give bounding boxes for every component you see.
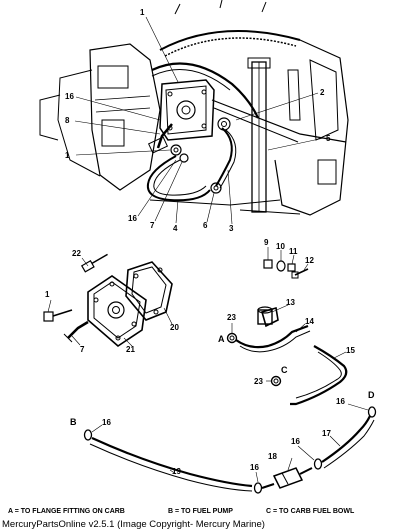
connection-letters: A C D B <box>70 334 375 427</box>
engine-illustration <box>39 0 349 216</box>
letter-a: A <box>218 334 225 344</box>
callout: 23 <box>254 377 263 386</box>
callout: 3 <box>229 224 234 233</box>
callout: 11 <box>289 247 298 256</box>
callout: 8 <box>65 116 70 125</box>
callout: 16 <box>291 437 300 446</box>
top-leader-lines <box>74 16 325 225</box>
callout: 21 <box>126 345 135 354</box>
fittings-group <box>226 259 348 406</box>
letter-d: D <box>368 390 375 400</box>
hose-callouts: 16 19 18 16 16 17 16 <box>102 397 345 476</box>
callout: 16 <box>250 463 259 472</box>
top-callouts: 1 16 8 1 16 7 4 6 3 2 5 <box>65 8 331 233</box>
callout: 4 <box>173 224 178 233</box>
copyright-footer: MercuryPartsOnline v2.5.1 (Image Copyrig… <box>2 519 265 530</box>
callout: 16 <box>336 397 345 406</box>
callout: 23 <box>227 313 236 322</box>
callout: 7 <box>80 345 85 354</box>
callout: 5 <box>326 134 331 143</box>
legend-b: B = TO FUEL PUMP <box>168 508 233 515</box>
callout: 17 <box>322 429 331 438</box>
callout: 9 <box>264 238 269 247</box>
letter-c: C <box>281 365 288 375</box>
gasket-plate-group <box>43 253 173 348</box>
letter-b: B <box>70 417 77 427</box>
callout: 10 <box>276 242 285 251</box>
legend-c: C = TO CARB FUEL BOWL <box>266 508 355 515</box>
fittings-leader-lines <box>231 247 347 382</box>
callout: 7 <box>150 221 155 230</box>
legend-a: A = TO FLANGE FITTING ON CARB <box>8 508 125 515</box>
callout: 1 <box>45 290 50 299</box>
callout: 13 <box>286 298 295 307</box>
callout: 16 <box>102 418 111 427</box>
callout: 6 <box>203 221 208 230</box>
callout: 20 <box>170 323 179 332</box>
callout: 2 <box>320 88 325 97</box>
callout: 16 <box>65 92 74 101</box>
callout: 18 <box>268 452 277 461</box>
fittings-callouts: 9 10 11 12 13 23 14 15 23 <box>227 238 355 386</box>
callout: 15 <box>346 346 355 355</box>
hose-group <box>83 406 377 494</box>
callout: 1 <box>65 151 70 160</box>
callout: 14 <box>305 317 314 326</box>
callout: 19 <box>172 467 181 476</box>
hose-leader-lines <box>91 403 369 483</box>
legend: A = TO FLANGE FITTING ON CARB B = TO FUE… <box>8 508 355 515</box>
callout: 1 <box>140 8 145 17</box>
callout: 12 <box>305 256 314 265</box>
callout: 16 <box>128 214 137 223</box>
gasket-leader-lines <box>47 257 173 347</box>
callout: 22 <box>72 249 81 258</box>
gasket-callouts: 22 1 7 21 20 <box>45 249 179 354</box>
